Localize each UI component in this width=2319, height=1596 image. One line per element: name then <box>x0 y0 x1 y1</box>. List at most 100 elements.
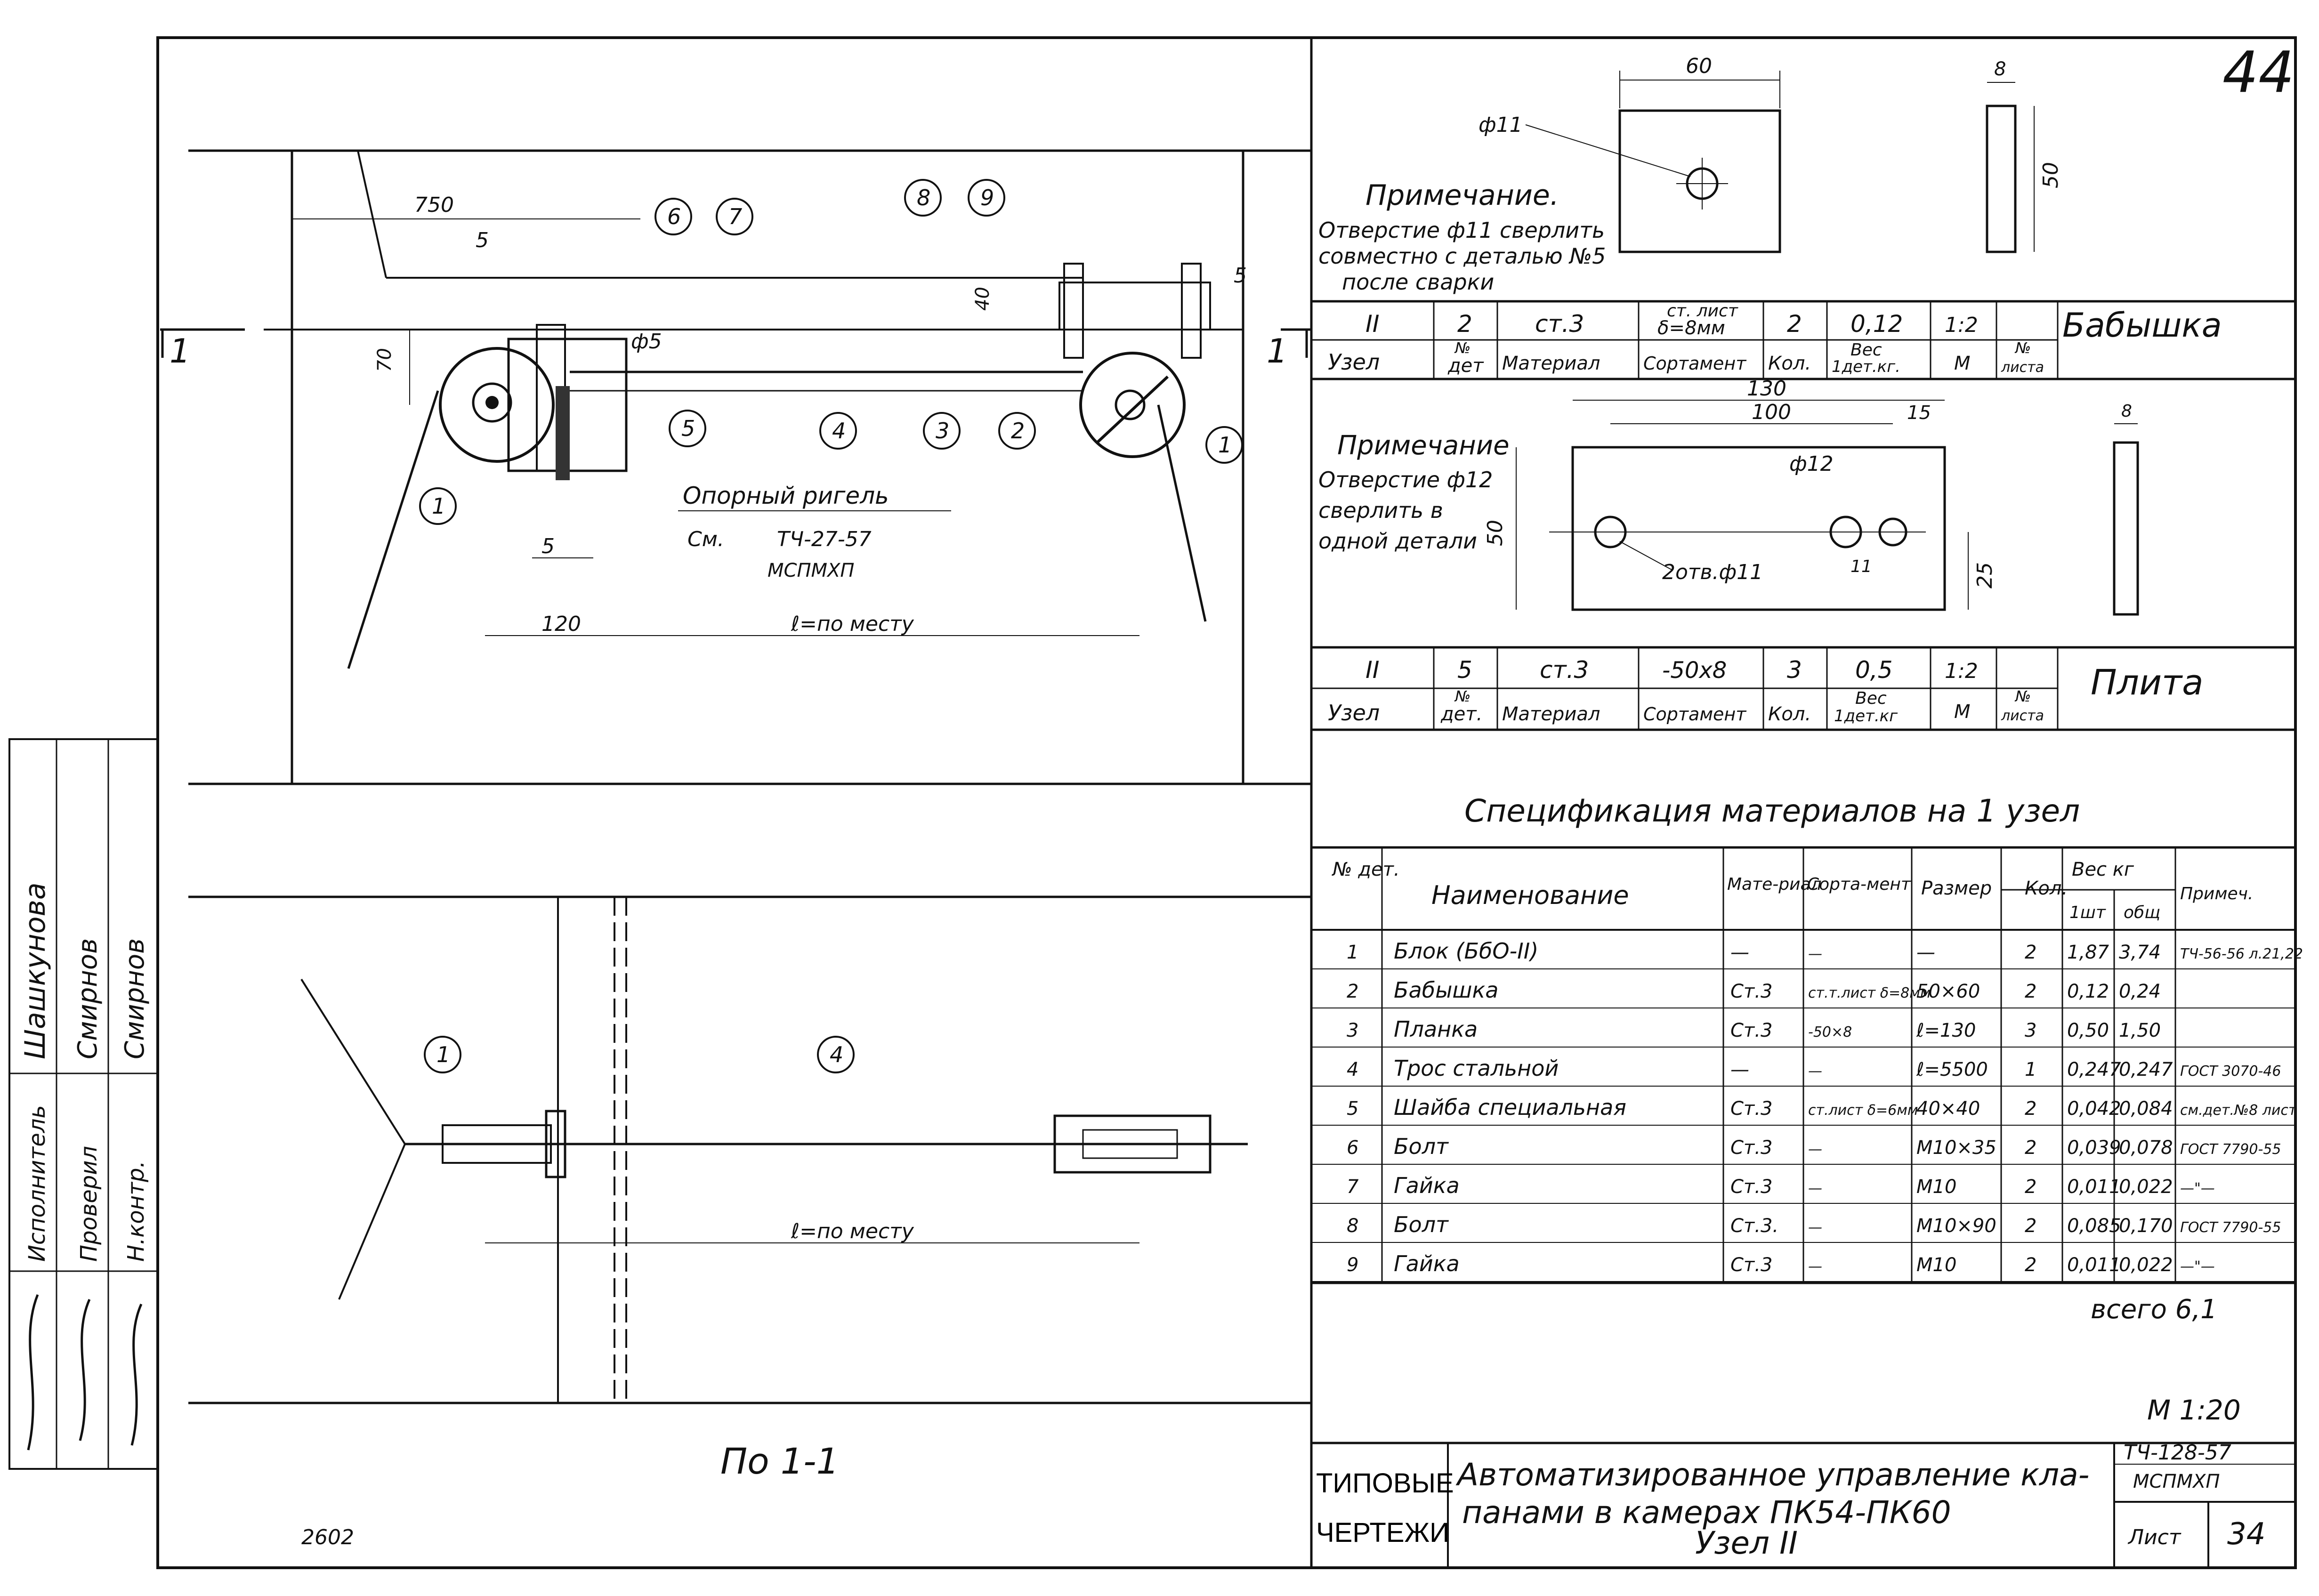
svg-text:Отверстие ф12: Отверстие ф12 <box>1318 467 1493 492</box>
spec-cell-size: 50×60 <box>1916 981 1980 1002</box>
spec-cell-name: Бабышка <box>1394 977 1499 1003</box>
sheet-title-line-3: Узел II <box>1695 1525 1798 1561</box>
svg-text:-50х8: -50х8 <box>1662 657 1727 684</box>
spec-cell-size: — <box>1916 942 1935 963</box>
svg-text:Материал: Материал <box>1502 703 1600 725</box>
spec-cell-qty: 2 <box>2025 1098 2036 1120</box>
detail-2-note: Примечание. Отверстие ф11 сверлить совме… <box>1318 179 1606 295</box>
svg-text:Примечание.: Примечание. <box>1366 179 1559 212</box>
spec-cell-name: Болт <box>1394 1134 1449 1159</box>
spec-cell-sort: ст.т.лист δ=8мм <box>1808 985 1931 1001</box>
spec-cell-size: М10×35 <box>1916 1137 1996 1159</box>
svg-text:Примеч.: Примеч. <box>2180 884 2253 903</box>
spec-cell-size: ℓ=5500 <box>1916 1059 1988 1080</box>
svg-text:1дет.кг: 1дет.кг <box>1834 707 1898 725</box>
svg-text:Наименование: Наименование <box>1431 880 1629 910</box>
spec-cell-name: Планка <box>1394 1016 1478 1042</box>
svg-text:дет: дет <box>1447 355 1484 377</box>
svg-text:Смирнов: Смирнов <box>73 938 103 1059</box>
svg-text:1:2: 1:2 <box>1945 659 1978 683</box>
svg-text:Мате-риал: Мате-риал <box>1727 875 1822 894</box>
callout-number: 5 <box>681 416 695 441</box>
spec-cell-name: Гайка <box>1394 1251 1460 1276</box>
callout-circle <box>819 412 857 450</box>
spec-cell-size: ℓ=130 <box>1916 1020 1976 1041</box>
svg-text:ТЧ-27-57: ТЧ-27-57 <box>777 527 872 551</box>
svg-text:№: № <box>2014 339 2031 357</box>
svg-text:Вес кг: Вес кг <box>2072 859 2134 880</box>
spec-cell-w1: 1,87 <box>2067 942 2109 963</box>
spec-cell-mat: Ст.3 <box>1730 1254 1772 1276</box>
spec-cell-num: 4 <box>1347 1059 1358 1080</box>
spec-cell-num: 1 <box>1347 942 1358 963</box>
spec-cell-sort: — <box>1808 1063 1822 1080</box>
svg-text:5: 5 <box>1457 656 1472 684</box>
callout-number: 8 <box>917 185 930 210</box>
svg-text:11: 11 <box>1850 557 1872 576</box>
detail-5-name: Плита <box>2091 662 2204 703</box>
spec-cell-note: —"— <box>2180 1180 2215 1197</box>
svg-text:15: 15 <box>1907 402 1931 424</box>
svg-text:См.: См. <box>687 527 724 551</box>
svg-text:Отверстие ф11 сверлить: Отверстие ф11 сверлить <box>1318 218 1605 243</box>
svg-text:Кол.: Кол. <box>1768 353 1811 374</box>
top-view-drawing: 1 1 750 70 40 120 ℓ=по месту ф5 5 5 5 <box>160 149 1311 785</box>
svg-text:750: 750 <box>414 193 454 217</box>
svg-text:5: 5 <box>476 228 489 252</box>
spec-cell-qty: 2 <box>2025 1137 2036 1159</box>
svg-text:Кол.: Кол. <box>2025 878 2068 899</box>
svg-text:№: № <box>1454 687 1471 705</box>
spec-cell-wt: 0,078 <box>2119 1137 2173 1159</box>
svg-text:совместно с деталью №5: совместно с деталью №5 <box>1318 243 1606 269</box>
svg-text:1дет.кг.: 1дет.кг. <box>1832 357 1900 376</box>
spec-cell-w1: 0,085 <box>2067 1215 2121 1237</box>
callout-circle <box>998 412 1036 450</box>
spec-cell-num: 2 <box>1347 981 1358 1002</box>
detail-5-table: II 5 ст.3 -50х8 3 0,5 1:2 Плита Узел № д… <box>1310 646 2297 731</box>
svg-text:Размер: Размер <box>1921 878 1992 899</box>
svg-text:δ=8мм: δ=8мм <box>1657 317 1725 339</box>
spec-cell-num: 9 <box>1347 1254 1358 1276</box>
svg-text:№: № <box>1454 339 1471 357</box>
svg-text:Проверил: Проверил <box>76 1146 102 1262</box>
spec-cell-qty: 2 <box>2025 942 2036 963</box>
svg-text:5: 5 <box>1234 264 1247 288</box>
spec-cell-note: —"— <box>2180 1258 2215 1275</box>
spec-cell-w1: 0,247 <box>2067 1059 2121 1080</box>
scale-label: М 1:20 <box>2147 1394 2241 1426</box>
sheet-number: 34 <box>2227 1517 2265 1552</box>
signature-3 <box>130 1303 143 1446</box>
svg-text:Примечание: Примечание <box>1337 430 1510 461</box>
spec-cell-mat: Ст.3 <box>1730 1098 1772 1120</box>
callout-number: 7 <box>728 204 742 229</box>
svg-text:ф11: ф11 <box>1479 113 1523 137</box>
detail-2-drawing: 60 ф11 8 50 <box>1479 54 2063 253</box>
svg-text:МСПМХП: МСПМХП <box>768 560 855 581</box>
spec-cell-size: М10 <box>1916 1254 1956 1276</box>
corner-sheet-number: 44 <box>2222 40 2295 105</box>
spec-cell-note: ТЧ-56-56 л.21,22 <box>2180 946 2303 962</box>
spec-cell-name: Болт <box>1394 1212 1449 1237</box>
spec-cell-name: Гайка <box>1394 1173 1460 1198</box>
svg-text:1: 1 <box>1267 332 1288 371</box>
svg-text:ф12: ф12 <box>1789 452 1834 476</box>
svg-text:60: 60 <box>1686 54 1712 78</box>
spec-cell-num: 6 <box>1347 1137 1358 1159</box>
spec-cell-name: Шайба специальная <box>1394 1095 1626 1120</box>
svg-text:3: 3 <box>1787 656 1802 684</box>
callout-circle <box>669 410 706 447</box>
svg-text:дет.: дет. <box>1440 703 1482 725</box>
svg-text:ℓ=по месту: ℓ=по месту <box>791 1219 914 1243</box>
spec-cell-qty: 2 <box>2025 1215 2036 1237</box>
svg-text:1шт: 1шт <box>2069 903 2106 922</box>
svg-text:2отв.ф11: 2отв.ф11 <box>1662 560 1763 584</box>
svg-text:после сварки: после сварки <box>1342 269 1494 295</box>
spec-cell-sort: — <box>1808 1219 1822 1236</box>
section-title: По 1-1 <box>720 1440 839 1482</box>
spec-cell-sort: -50×8 <box>1808 1024 1852 1040</box>
svg-text:Узел: Узел <box>1328 349 1380 375</box>
svg-text:100: 100 <box>1752 400 1791 424</box>
svg-text:II: II <box>1366 310 1380 338</box>
spec-cell-name: Блок (БбО-II) <box>1394 938 1538 964</box>
spec-cell-qty: 2 <box>2025 981 2036 1002</box>
